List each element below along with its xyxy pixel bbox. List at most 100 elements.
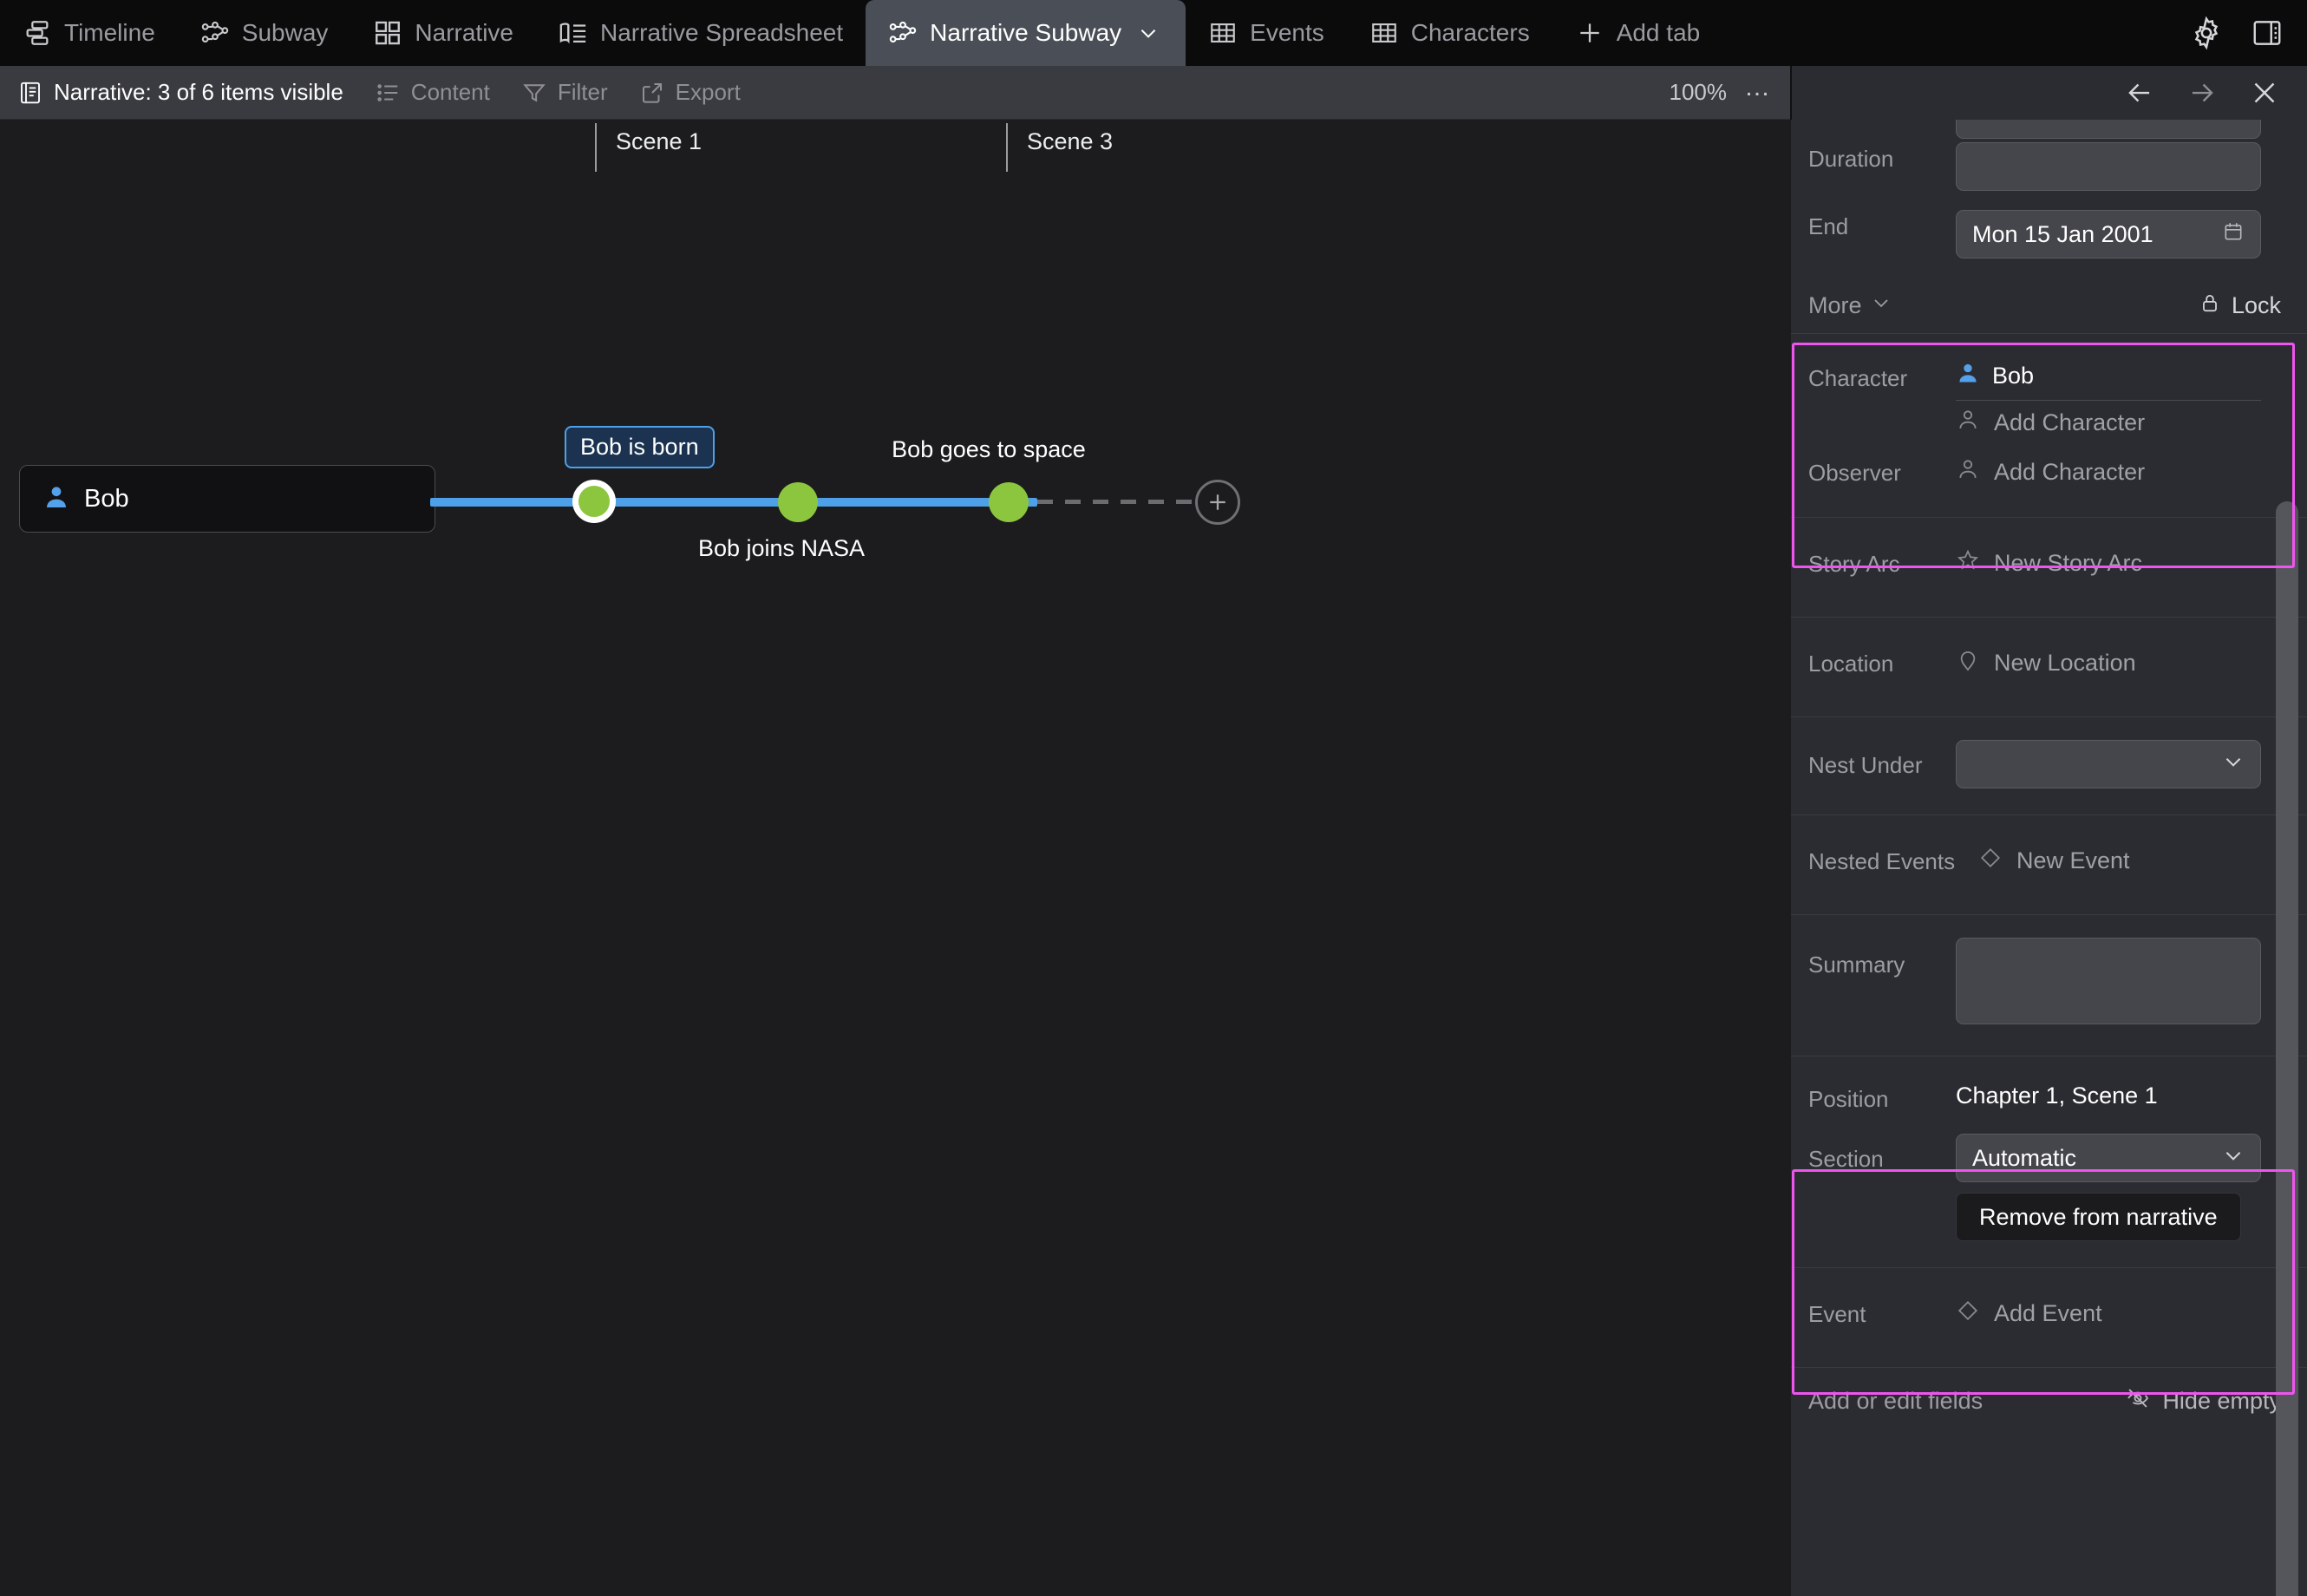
- filter-button[interactable]: Filter: [506, 66, 624, 120]
- character-body: Bob Add Character: [1956, 353, 2281, 449]
- inspector-footer: Add or edit fields Hide empty: [1791, 1367, 2307, 1435]
- lock-label: Lock: [2231, 291, 2281, 318]
- narrative-icon: [373, 18, 402, 48]
- chevron-down-icon: [2222, 1144, 2245, 1173]
- tab-subway[interactable]: Subway: [178, 0, 351, 66]
- character-value-bob[interactable]: Bob: [1956, 353, 2281, 398]
- clipped-field-above[interactable]: [1956, 120, 2261, 139]
- tab-narrative-spreadsheet[interactable]: Narrative Spreadsheet: [536, 0, 866, 66]
- more-label: More: [1808, 291, 1862, 318]
- node-label-bob-joins-nasa[interactable]: Bob joins NASA: [697, 535, 866, 561]
- nest-under-select[interactable]: [1956, 740, 2261, 788]
- tab-events[interactable]: Events: [1186, 0, 1347, 66]
- end-date-input[interactable]: Mon 15 Jan 2001: [1956, 210, 2261, 258]
- tab-narrative[interactable]: Narrative: [350, 0, 536, 66]
- arrow-left-icon[interactable]: [2123, 76, 2156, 109]
- tab-label: Subway: [241, 19, 329, 46]
- chevron-down-icon: [2222, 750, 2245, 779]
- subway-node-bob-joins-nasa[interactable]: [778, 482, 818, 522]
- remove-from-narrative-button[interactable]: Remove from narrative: [1956, 1193, 2241, 1241]
- row-event: Event Add Event: [1791, 1267, 2307, 1367]
- summary-label: Summary: [1808, 952, 1905, 978]
- inspector-panel[interactable]: Duration End Mon 15 Jan 2001: [1791, 120, 2307, 1596]
- subway-line: [430, 498, 1037, 507]
- row-section: Section Automatic Remove from narrative: [1791, 1113, 2307, 1267]
- eye-off-icon: [2126, 1386, 2150, 1416]
- row-observer: Observer Add Character: [1791, 449, 2307, 517]
- new-event-button[interactable]: New Event: [1978, 838, 2281, 883]
- end-body: Mon 15 Jan 2001: [1956, 210, 2281, 258]
- lock-icon: [2199, 291, 2221, 320]
- content-button[interactable]: Content: [359, 66, 506, 120]
- tab-label: Narrative Spreadsheet: [600, 19, 844, 46]
- end-date-value: Mon 15 Jan 2001: [1972, 220, 2153, 247]
- node-label-bob-is-born[interactable]: Bob is born: [565, 426, 715, 468]
- tab-narrative-subway[interactable]: Narrative Subway: [866, 0, 1186, 66]
- scene-label: Scene 3: [1027, 128, 1114, 154]
- add-observer-button[interactable]: Add Character: [1956, 449, 2281, 494]
- tab-label: Events: [1250, 19, 1324, 46]
- sidebar-toggle-icon[interactable]: [2250, 16, 2284, 50]
- export-icon: [639, 80, 665, 106]
- row-nest-under: Nest Under: [1791, 716, 2307, 814]
- zoom-level[interactable]: 100%: [1669, 79, 1728, 105]
- tab-label: Timeline: [64, 19, 155, 46]
- duration-input[interactable]: [1956, 142, 2261, 191]
- add-event-label: Add Event: [1994, 1299, 2102, 1326]
- diamond-icon: [1978, 846, 2003, 876]
- tab-add-tab[interactable]: Add tab: [1552, 0, 1723, 66]
- position-value: Chapter 1, Scene 1: [1956, 1083, 2158, 1109]
- add-or-edit-fields-button[interactable]: Add or edit fields: [1808, 1388, 1983, 1414]
- export-button[interactable]: Export: [624, 66, 756, 120]
- person-icon: [42, 483, 70, 515]
- character-card-bob[interactable]: Bob: [19, 465, 435, 533]
- inspector-header: [1791, 66, 2307, 120]
- inspector-scrollbar[interactable]: [2276, 501, 2298, 1596]
- row-end: End Mon 15 Jan 2001: [1791, 210, 2307, 278]
- lock-button[interactable]: Lock: [2199, 291, 2281, 320]
- tab-characters[interactable]: Characters: [1347, 0, 1552, 66]
- more-button[interactable]: More: [1808, 292, 1892, 319]
- event-body: Add Event: [1956, 1291, 2281, 1336]
- subway-node-bob-is-born[interactable]: [572, 480, 616, 523]
- observer-body: Add Character: [1956, 449, 2281, 494]
- arrow-right-icon[interactable]: [2186, 76, 2219, 109]
- content-list-icon: [375, 80, 401, 106]
- gear-icon[interactable]: [2189, 16, 2224, 50]
- add-event-button[interactable]: Add Event: [1956, 1291, 2281, 1336]
- person-filled-icon: [1956, 361, 1980, 391]
- plus-circle-icon[interactable]: [1195, 480, 1240, 525]
- row-location: Location New Location: [1791, 617, 2307, 716]
- new-story-arc-button[interactable]: New Story Arc: [1956, 540, 2281, 585]
- node-label-bob-goes-to-space[interactable]: Bob goes to space: [892, 436, 1086, 462]
- hide-empty-button[interactable]: Hide empty: [2126, 1386, 2281, 1416]
- event-label: Event: [1808, 1301, 1866, 1327]
- observer-label: Observer: [1808, 460, 1901, 486]
- location-label: Location: [1808, 651, 1894, 677]
- narrative-subway-canvas[interactable]: Scene 1 Scene 3 Bob Bob is born Bob join…: [0, 120, 1791, 1596]
- narrative-visibility-status[interactable]: Narrative: 3 of 6 items visible: [0, 66, 359, 120]
- overflow-menu-button[interactable]: …: [1744, 72, 1772, 101]
- new-location-button[interactable]: New Location: [1956, 640, 2281, 685]
- map-pin-icon: [1956, 648, 1980, 678]
- add-observer-label: Add Character: [1994, 458, 2146, 485]
- chevron-down-icon[interactable]: [1134, 18, 1163, 48]
- subway-line-dashed: [1037, 500, 1193, 504]
- nested-events-label: Nested Events: [1808, 848, 1956, 874]
- plus-icon: [1575, 18, 1604, 48]
- diamond-icon: [1956, 1298, 1980, 1329]
- row-summary: Summary: [1791, 914, 2307, 1056]
- position-label: Position: [1808, 1086, 1889, 1112]
- location-body: New Location: [1956, 640, 2281, 685]
- add-character-button[interactable]: Add Character: [1956, 404, 2281, 449]
- section-select[interactable]: Automatic: [1956, 1134, 2261, 1182]
- filter-label: Filter: [557, 79, 608, 105]
- close-icon[interactable]: [2248, 76, 2281, 109]
- tab-timeline[interactable]: Timeline: [0, 0, 178, 66]
- nest-under-label: Nest Under: [1808, 752, 1923, 778]
- subway-node-bob-goes-to-space[interactable]: [989, 482, 1029, 522]
- calendar-icon[interactable]: [2222, 220, 2245, 249]
- tab-label: Add tab: [1616, 19, 1701, 46]
- chevron-down-icon: [1871, 292, 1892, 319]
- summary-textarea[interactable]: [1956, 938, 2261, 1024]
